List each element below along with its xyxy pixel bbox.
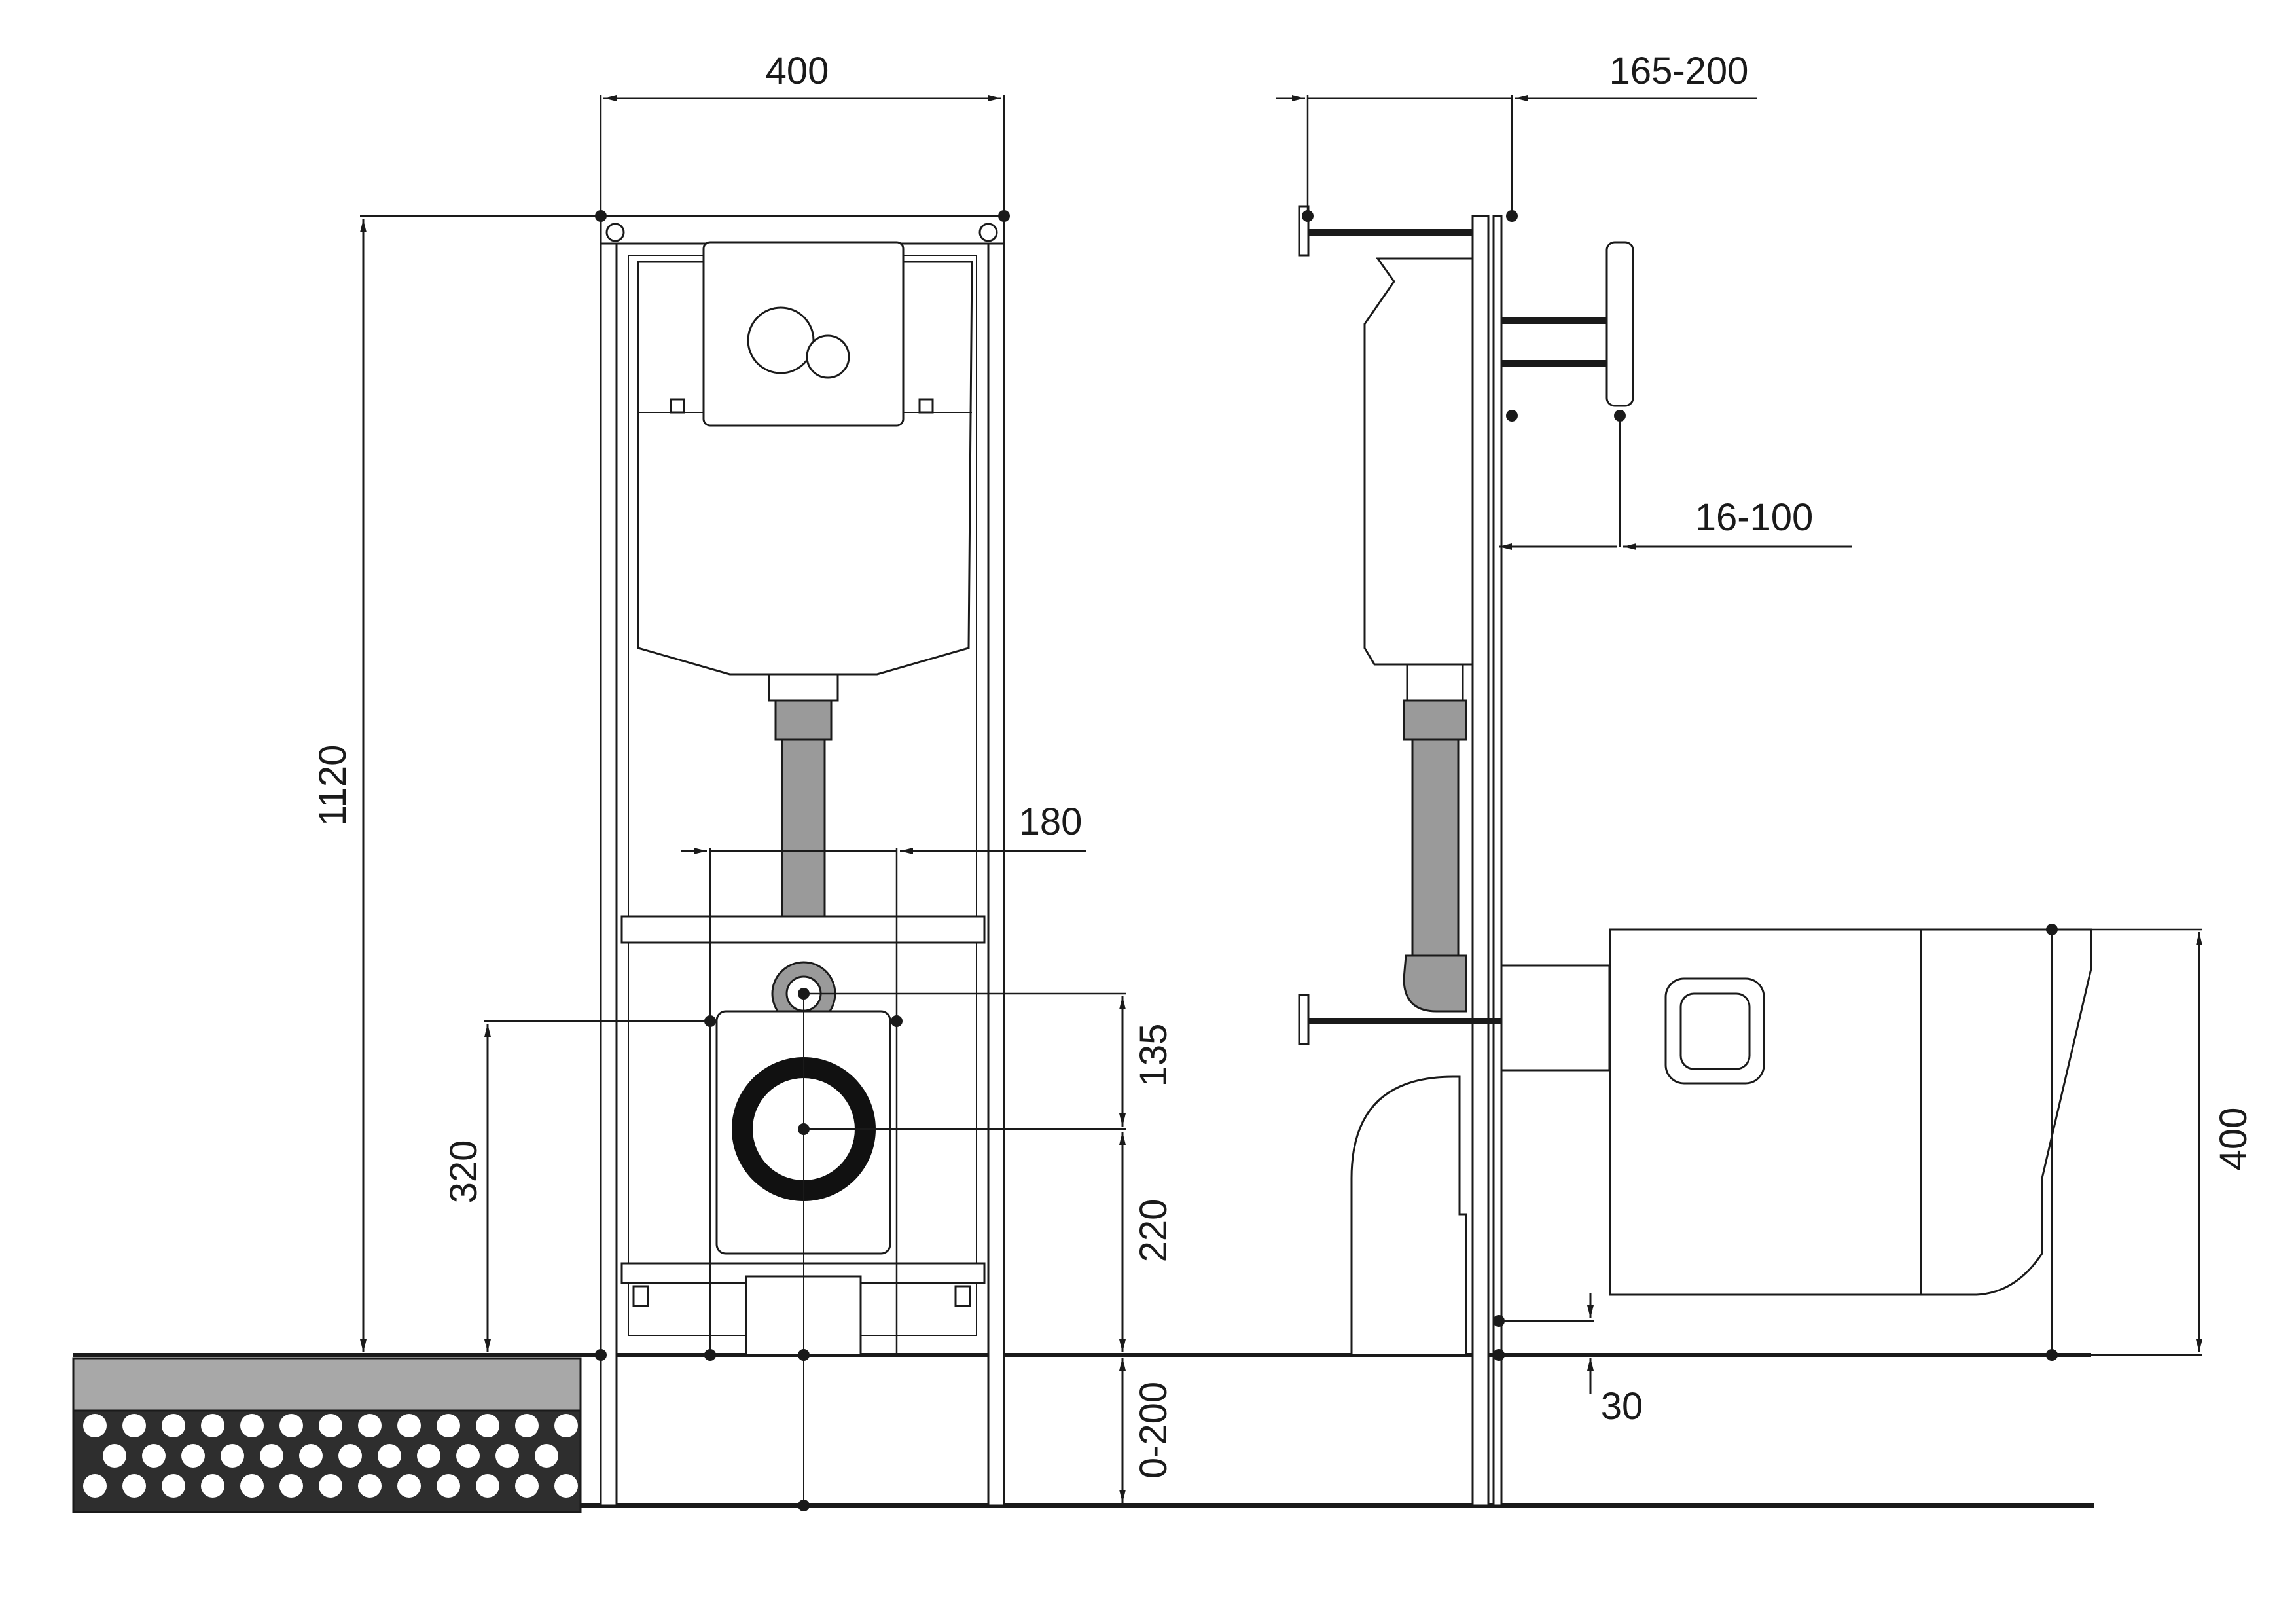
- insulation-hole: [554, 1474, 578, 1498]
- inlet-offset-label: 135: [1132, 1024, 1175, 1087]
- insulation-hole: [319, 1474, 342, 1498]
- floor-adjust-label: 0-200: [1132, 1382, 1175, 1479]
- insulation-hole: [554, 1414, 578, 1437]
- floor-section: [72, 1353, 2094, 1513]
- top-right-bolt-icon: [978, 223, 998, 242]
- front-view: [600, 215, 1005, 1507]
- outlet-elbow: [1350, 1075, 1467, 1356]
- left-upright: [600, 215, 618, 1507]
- wall-distance-label: 16-100: [1695, 496, 1814, 539]
- frame-width-label: 400: [766, 50, 829, 92]
- side-flush-pipe: [1411, 738, 1460, 957]
- insulation-hole: [162, 1474, 185, 1498]
- side-cistern: [1363, 257, 1474, 666]
- insulation-hole: [535, 1444, 558, 1468]
- insulation-hole: [378, 1444, 401, 1468]
- inlet-height-label: 320: [442, 1140, 485, 1204]
- dimension-lines: [360, 95, 2202, 1511]
- valve-nut: [768, 673, 839, 702]
- frame-height-label: 1120: [312, 745, 354, 827]
- floor-screed: [72, 1357, 582, 1412]
- floor-holes: [83, 1414, 578, 1498]
- top-left-bolt-icon: [605, 223, 625, 242]
- side-flush-plate: [1605, 241, 1634, 407]
- insulation-hole: [201, 1414, 224, 1437]
- outlet-height-label: 220: [1132, 1199, 1175, 1263]
- insulation-hole: [279, 1474, 303, 1498]
- insulation-hole: [181, 1444, 205, 1468]
- side-upright-inner: [1492, 215, 1503, 1507]
- flush-pipe-top: [774, 699, 833, 741]
- insulation-hole: [456, 1444, 480, 1468]
- side-pipe-bend: [1403, 954, 1467, 1013]
- insulation-hole: [358, 1474, 382, 1498]
- bowl-height-label: 400: [2212, 1108, 2255, 1171]
- dimension-labels: 400 1120 165-200 16-100 180 135 320 220 …: [312, 50, 2255, 1479]
- bolt-spacing-label: 180: [1019, 801, 1083, 843]
- insulation-hole: [397, 1414, 421, 1437]
- cistern-clip-left: [670, 398, 685, 414]
- right-foot-stud: [954, 1285, 971, 1307]
- cross-rail: [620, 915, 986, 944]
- insulation-hole: [338, 1444, 362, 1468]
- insulation-hole: [279, 1414, 303, 1437]
- insulation-hole: [319, 1414, 342, 1437]
- insulation-hole: [240, 1414, 264, 1437]
- insulation-hole: [142, 1444, 166, 1468]
- insulation-hole: [437, 1474, 460, 1498]
- flush-button-small-icon: [806, 334, 850, 379]
- insulation-hole: [515, 1414, 539, 1437]
- top-rail: [600, 215, 1005, 245]
- insulation-hole: [260, 1444, 283, 1468]
- bottom-anchor-plate: [1298, 994, 1310, 1045]
- side-view: [1298, 205, 2092, 1507]
- insulation-hole: [476, 1474, 499, 1498]
- insulation-hole: [358, 1414, 382, 1437]
- flush-pipe: [781, 738, 826, 918]
- bowl-gap-label: 30: [1601, 1385, 1643, 1428]
- insulation-hole: [437, 1414, 460, 1437]
- insulation-hole: [83, 1474, 107, 1498]
- insulation-hole: [122, 1414, 146, 1437]
- left-foot-stud: [632, 1285, 649, 1307]
- insulation-hole: [495, 1444, 519, 1468]
- insulation-hole: [417, 1444, 440, 1468]
- side-depth-label: 165-200: [1609, 50, 1749, 92]
- flush-button-large-icon: [747, 306, 815, 374]
- insulation-hole: [397, 1474, 421, 1498]
- side-upright: [1471, 215, 1490, 1507]
- insulation-hole: [299, 1444, 323, 1468]
- insulation-hole: [122, 1474, 146, 1498]
- insulation-hole: [221, 1444, 244, 1468]
- insulation-hole: [103, 1444, 126, 1468]
- insulation-hole: [83, 1414, 107, 1437]
- insulation-hole: [515, 1474, 539, 1498]
- insulation-hole: [201, 1474, 224, 1498]
- insulation-hole: [240, 1474, 264, 1498]
- insulation-hole: [476, 1414, 499, 1437]
- cistern-clip-right: [918, 398, 934, 414]
- insulation-hole: [162, 1414, 185, 1437]
- right-upright: [987, 215, 1005, 1507]
- bowl-mount: [1500, 964, 1611, 1072]
